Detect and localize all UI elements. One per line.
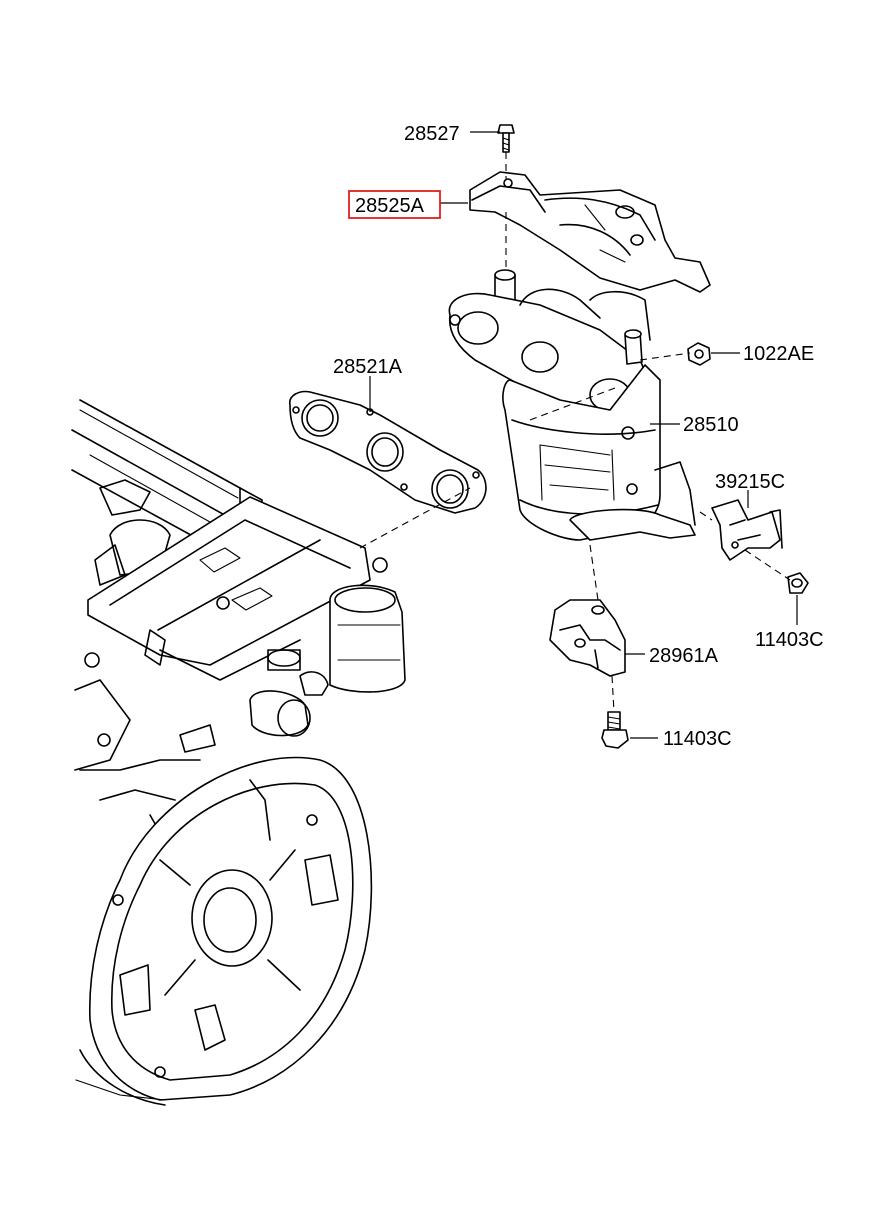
- callout-28521a[interactable]: 28521A: [333, 356, 403, 378]
- heat-shield-upper: [469, 171, 711, 293]
- callout-label: 28525A: [355, 195, 425, 217]
- callout-label: 28510: [683, 414, 739, 436]
- nut-1022ae-icon: [687, 342, 711, 366]
- exhaust-manifold-converter: [448, 269, 696, 541]
- bolt-11403c-lower-icon: [601, 711, 629, 749]
- callout-label: 11403C: [663, 728, 732, 750]
- callout-39215c[interactable]: 39215C: [715, 471, 785, 493]
- callout-1022ae[interactable]: 1022AE: [743, 343, 814, 365]
- callout-highlight-box: [348, 190, 441, 219]
- exhaust-gasket-28521a: [289, 390, 487, 514]
- callout-11403c-upper[interactable]: 11403C: [755, 629, 824, 651]
- callout-28510[interactable]: 28510: [683, 414, 739, 436]
- support-bracket-28961a: [549, 599, 626, 677]
- callout-label: 28521A: [333, 356, 403, 378]
- callout-label: 11403C: [755, 629, 824, 651]
- bolt-28527-icon: [497, 124, 515, 153]
- assembly-lines: [359, 152, 791, 713]
- callout-11403c-lower[interactable]: 11403C: [663, 728, 732, 750]
- callout-28527[interactable]: 28527: [404, 123, 460, 145]
- callout-28525a[interactable]: 28525A: [348, 190, 441, 219]
- leader-lines: [369, 131, 798, 739]
- callout-label: 39215C: [715, 471, 785, 493]
- bolt-11403c-upper-icon: [787, 572, 809, 594]
- callout-label: 28527: [404, 123, 460, 145]
- engine-block-drawing: [71, 399, 406, 1106]
- bracket-39215c: [711, 499, 783, 561]
- callout-28961a[interactable]: 28961A: [649, 645, 719, 667]
- callout-label: 28961A: [649, 645, 719, 667]
- callout-label: 1022AE: [743, 343, 814, 365]
